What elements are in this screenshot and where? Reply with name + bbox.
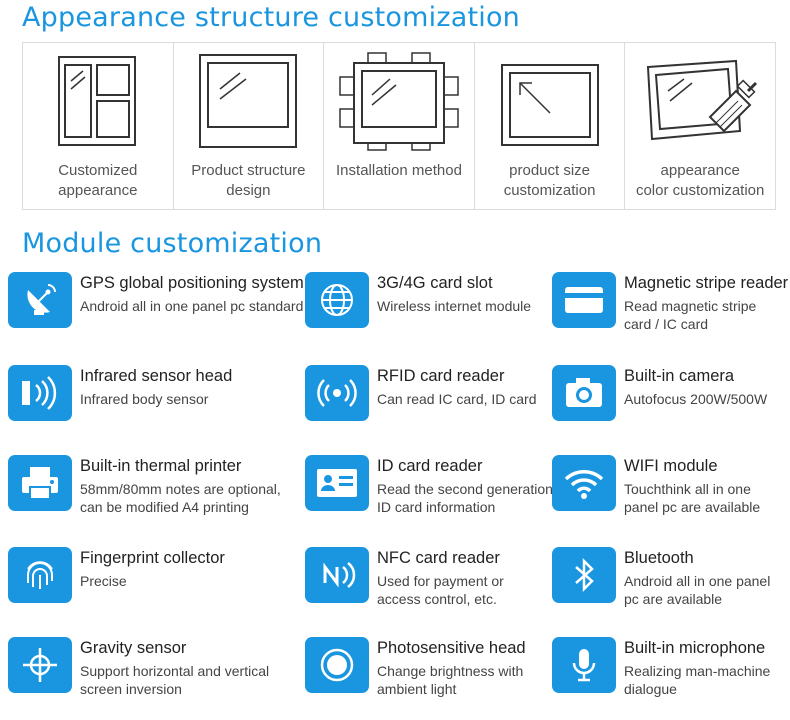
panel-screen-icon — [199, 54, 298, 148]
appearance-item: Product structure design — [174, 43, 325, 209]
module-item: Built-in thermal printer 58mm/80mm notes … — [8, 455, 281, 525]
module-title: ID card reader — [377, 457, 483, 475]
printer-icon — [8, 455, 72, 511]
module-title: GPS global positioning system — [80, 274, 304, 292]
module-title: Gravity sensor — [80, 639, 187, 657]
multi-screen-panel-icon — [57, 56, 136, 146]
module-description: Android all in one panel pc standard — [80, 298, 304, 314]
crosshair-icon — [8, 637, 72, 693]
appearance-heading: Appearance structure customization — [22, 2, 520, 33]
infrared-sensor-icon — [8, 365, 72, 421]
bluetooth-icon — [552, 547, 616, 603]
appearance-item: appearance color customization — [625, 43, 775, 209]
module-description: Autofocus 200W/500W — [624, 391, 768, 407]
appearance-item: product size customization — [475, 43, 626, 209]
module-title: WIFI module — [624, 457, 718, 475]
module-description: Change brightness with ambient light — [377, 663, 524, 697]
module-title: Infrared sensor head — [80, 367, 233, 385]
resize-screen-icon — [500, 64, 599, 146]
microphone-icon — [552, 637, 616, 693]
appearance-item-label: Product structure design — [191, 162, 306, 199]
module-heading: Module customization — [22, 228, 323, 259]
module-description: Infrared body sensor — [80, 391, 209, 407]
card-icon — [552, 272, 616, 328]
nfc-icon — [305, 547, 369, 603]
appearance-item: Installation method — [324, 43, 475, 209]
mounting-bracket-panel-icon — [339, 52, 459, 151]
module-description: Can read IC card, ID card — [377, 391, 537, 407]
appearance-item: Customized appearance — [23, 43, 174, 209]
appearance-item-label: product size customization — [503, 162, 596, 199]
module-description: Read the second generation ID card infor… — [377, 481, 553, 515]
module-title: NFC card reader — [377, 549, 500, 567]
module-title: Fingerprint collector — [80, 549, 225, 567]
module-title: Bluetooth — [624, 549, 694, 567]
fingerprint-icon — [8, 547, 72, 603]
rfid-signal-icon — [305, 365, 369, 421]
appearance-panel: Customized appearance Product structure … — [22, 42, 776, 210]
appearance-item-label: appearance color customization — [635, 162, 765, 199]
module-description: 58mm/80mm notes are optional, can be mod… — [80, 481, 281, 515]
satellite-dish-icon — [8, 272, 72, 328]
appearance-item-label: Installation method — [336, 162, 462, 179]
module-description: Android all in one panel pc are availabl… — [624, 573, 771, 607]
module-description: Touchthink all in one panel pc are avail… — [624, 481, 761, 515]
module-title: 3G/4G card slot — [377, 274, 493, 292]
module-title: Built-in microphone — [624, 639, 766, 657]
module-title: Magnetic stripe reader — [624, 274, 789, 292]
module-title: Photosensitive head — [377, 639, 526, 657]
camera-icon — [552, 365, 616, 421]
module-description: Read magnetic stripe card / IC card — [624, 298, 757, 332]
id-card-icon — [305, 455, 369, 511]
module-description: Precise — [80, 573, 127, 589]
module-description: Realizing man-machine dialogue — [624, 663, 771, 697]
module-title: Built-in camera — [624, 367, 735, 385]
appearance-item-label: Customized appearance — [58, 162, 138, 199]
module-title: Built-in thermal printer — [80, 457, 242, 475]
module-description: Wireless internet module — [377, 298, 532, 314]
module-description: Used for payment or access control, etc. — [377, 573, 504, 607]
module-title: RFID card reader — [377, 367, 505, 385]
light-sensor-icon — [305, 637, 369, 693]
wifi-icon — [552, 455, 616, 511]
paint-brush-monitor-icon — [647, 59, 758, 141]
module-description: Support horizontal and vertical screen i… — [80, 663, 270, 697]
globe-icon — [305, 272, 369, 328]
